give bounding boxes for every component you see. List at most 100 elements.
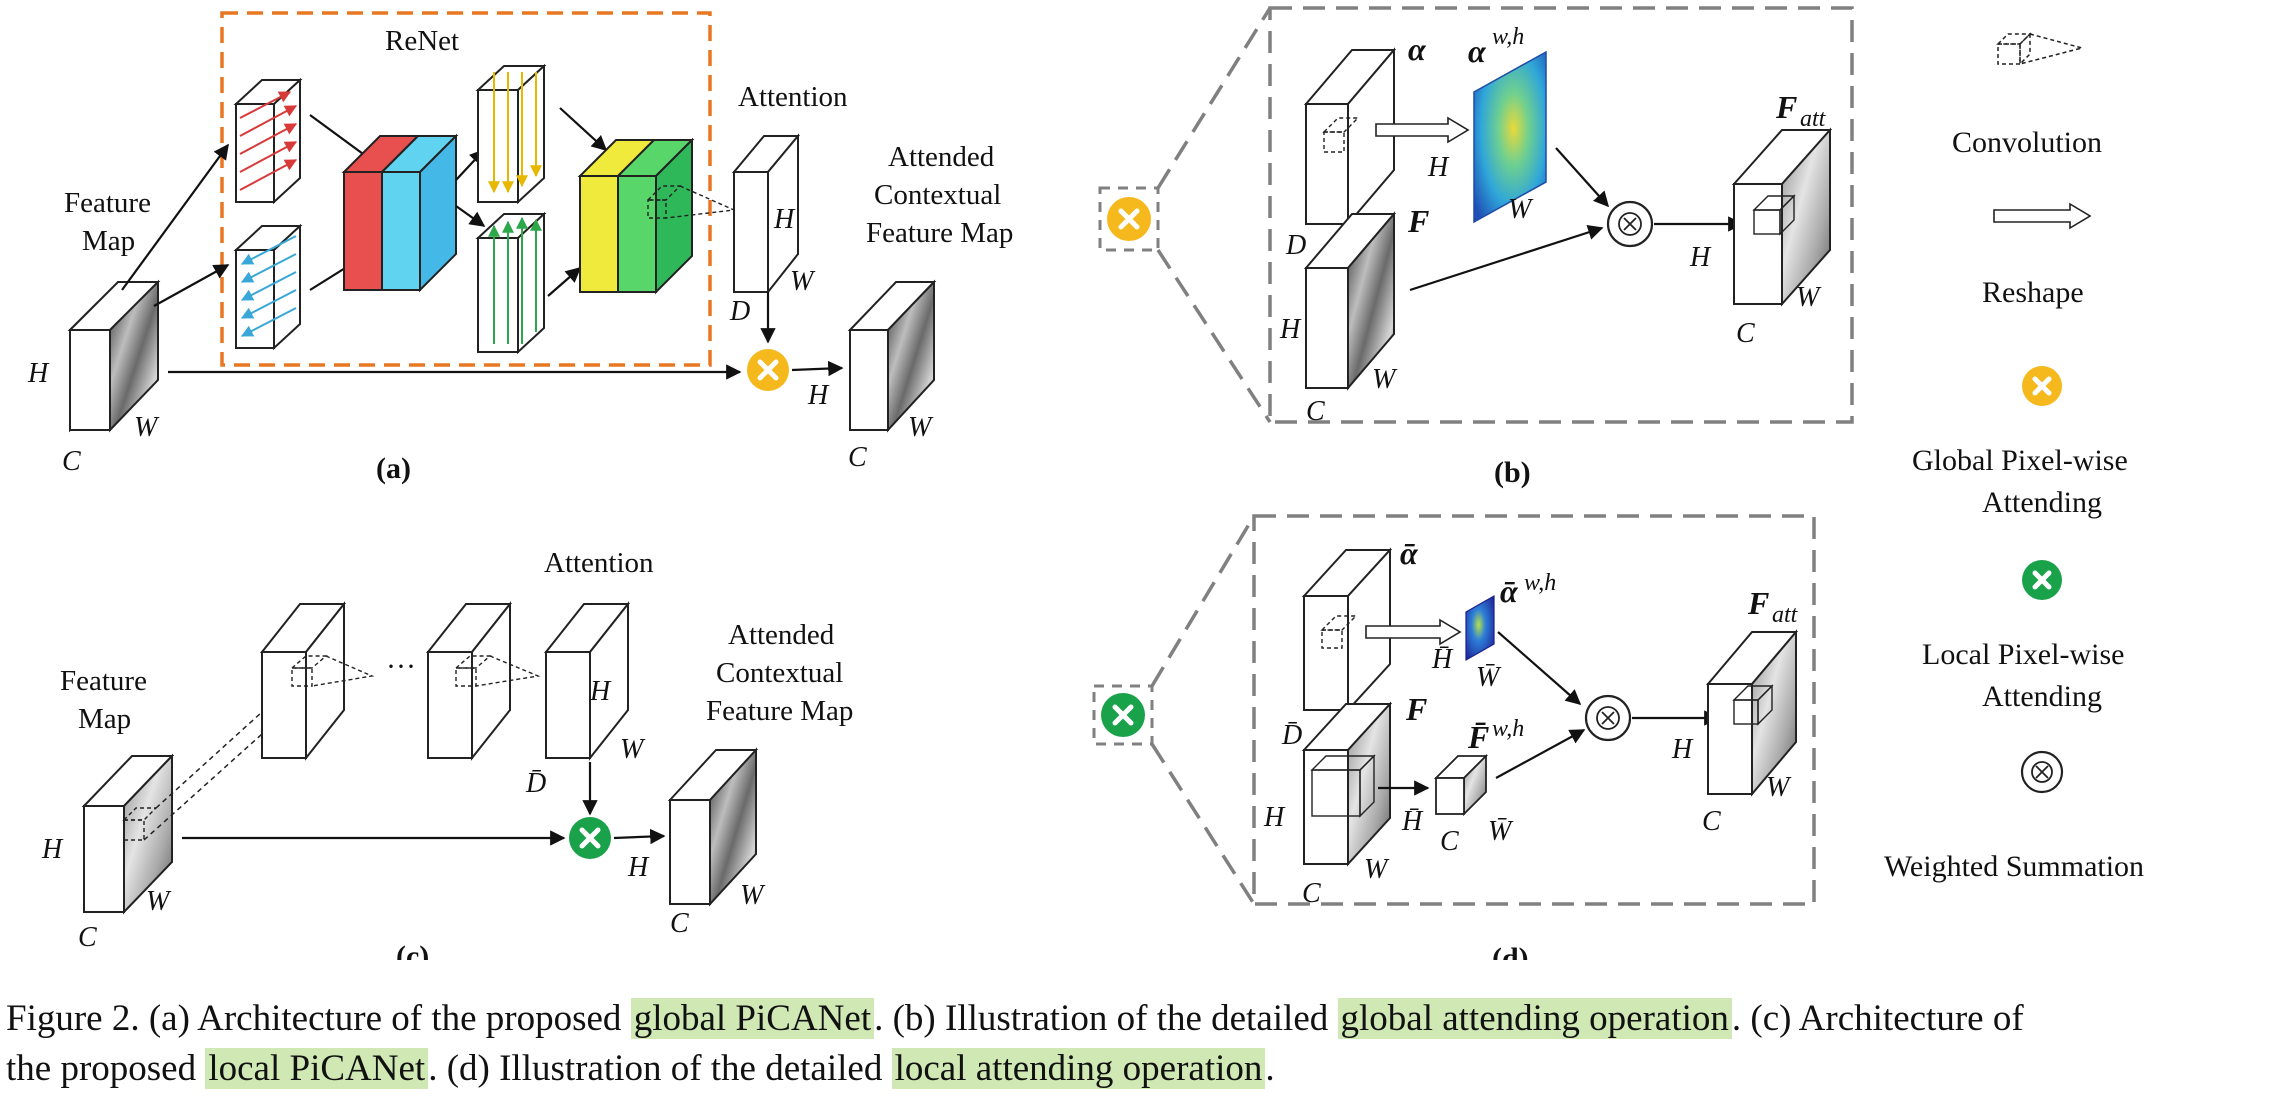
dim-dbar-c: D̄ (525, 768, 546, 799)
dim-w-c3: W (740, 880, 766, 911)
f-att-map-d (1705, 629, 1799, 797)
caption-text-1: Figure 2. (a) Architecture of the propos… (6, 998, 631, 1039)
dim-h-d2: H (1671, 734, 1694, 765)
feature-map-line2-c: Map (78, 703, 131, 735)
dim-w-b3: W (1796, 282, 1822, 313)
alpha-bar-label-d: ᾱ (1400, 535, 1419, 571)
local-attending-op-c (569, 817, 611, 859)
panel-b-box (1268, 6, 1854, 424)
reshape-icon (1993, 202, 2092, 230)
dim-h-b2: H (1279, 314, 1302, 345)
alpha-map-b (1303, 47, 1397, 227)
dim-h-c3: H (627, 852, 650, 883)
attended-line2-a: Contextual (874, 179, 1001, 211)
f-att-sub-b: att (1800, 106, 1827, 132)
alpha-bar-wh-label-d: ᾱ (1500, 573, 1519, 609)
dim-c-d3: C (1702, 806, 1721, 837)
f-att-label-d: F (1747, 585, 1769, 621)
attention-map-a (731, 133, 801, 295)
f-att-map-b (1731, 127, 1833, 307)
panel-label-a: (a) (376, 452, 411, 485)
dim-h-a3: H (807, 380, 830, 411)
attended-line2-c: Contextual (716, 657, 843, 689)
dim-d-b: D (1285, 230, 1306, 261)
attention-label-c: Attention (544, 547, 654, 579)
output-feature-map-a (847, 279, 937, 433)
caption-text-3: . (c) Architecture of (1731, 998, 2024, 1039)
caption-line-1: Figure 2. (a) Architecture of the propos… (6, 994, 2268, 1044)
renet-concat-2 (577, 137, 737, 295)
renet-slab-yellow (475, 63, 547, 205)
dim-h-c2: H (589, 676, 612, 707)
reshape-arrow-d (1365, 618, 1462, 646)
panel-c: Feature Map H W C ··· (41, 547, 853, 960)
caption-highlight-global-picanet: global PiCANet (630, 998, 875, 1039)
dim-c-b3: C (1736, 318, 1755, 349)
global-attending-op-a (747, 349, 789, 391)
dim-h-d1: H (1263, 802, 1286, 833)
attended-line1-a: Attended (888, 141, 995, 173)
legend-reshape: Reshape (1982, 276, 2084, 309)
figure-caption: Figure 2. (a) Architecture of the propos… (6, 994, 2268, 1094)
feature-map-line1-c: Feature (60, 665, 147, 697)
caption-highlight-local-attending: local attending operation (891, 1048, 1266, 1089)
dim-c-a1: C (62, 446, 81, 477)
global-attending-icon (2022, 366, 2062, 406)
f-bar-wh-cube-d (1433, 753, 1489, 817)
renet-slab-blue (233, 223, 303, 351)
dim-c-d2: C (1440, 826, 1459, 857)
dim-w-b1: W (1508, 194, 1534, 225)
alpha-bar-wh-heatmap-d (1465, 594, 1495, 662)
alpha-wh-heatmap-b (1473, 50, 1547, 224)
f-label-b: F (1407, 203, 1429, 239)
dim-c-d1: C (1302, 878, 1321, 909)
dim-wbar-d2: W̄ (1488, 816, 1514, 847)
panel-a: ReNet Feature Map H W C (27, 11, 1013, 485)
panel-d: ᾱ D̄ ᾱ w,h H̄ W̄ F H W C F̄ (1092, 514, 1816, 960)
dim-c-c1: C (78, 922, 97, 953)
renet-concat-1 (341, 133, 459, 293)
dim-h-b1: H (1427, 152, 1450, 183)
renet-label: ReNet (385, 25, 459, 57)
dim-w-c1: W (146, 886, 172, 917)
f-bar-wh-sup-d: w,h (1492, 716, 1524, 742)
dim-c-c3: C (670, 908, 689, 939)
attention-label-a: Attention (738, 81, 848, 113)
caption-highlight-local-picanet: local PiCANet (205, 1048, 429, 1089)
input-feature-map (67, 279, 161, 433)
local-attending-op-d (1101, 693, 1145, 737)
dim-h-c1: H (41, 834, 64, 865)
feature-map-line2: Map (82, 225, 135, 257)
legend: Convolution Reshape Global Pixel-wise At… (1884, 32, 2144, 883)
conv-slab-c2 (425, 601, 541, 761)
caption-text-4: the proposed (6, 1048, 206, 1089)
dim-w-c2: W (620, 734, 646, 765)
legend-global-line1: Global Pixel-wise (1912, 444, 2128, 477)
legend-weighted: Weighted Summation (1884, 850, 2144, 883)
caption-text-6: . (1265, 1048, 1275, 1089)
caption-highlight-global-attending: global attending operation (1337, 998, 1732, 1039)
local-attending-icon (2022, 560, 2062, 600)
dim-c-a3: C (848, 442, 867, 473)
dim-c-b: C (1306, 396, 1325, 427)
alpha-wh-label-b: α (1468, 33, 1487, 69)
figure-diagram: ReNet Feature Map H W C (27, 6, 2144, 960)
reshape-arrow-b (1375, 116, 1470, 144)
dots-c: ··· (386, 650, 416, 683)
weighted-summation-op-b (1606, 200, 1654, 248)
dim-w-a3: W (908, 412, 934, 443)
f-att-label-b: F (1775, 89, 1797, 125)
dim-wbar-d1: W̄ (1476, 662, 1502, 693)
weighted-summation-op-d (1584, 694, 1632, 742)
attended-line3-c: Feature Map (706, 695, 853, 727)
dim-w-b2: W (1372, 364, 1398, 395)
dim-hbar-d1: H̄ (1431, 644, 1454, 675)
attended-line1-c: Attended (728, 619, 835, 651)
dim-w-d1: W (1364, 854, 1390, 885)
dim-h-a2: H (773, 204, 796, 235)
dim-h-b3: H (1689, 242, 1712, 273)
global-attending-op-b (1107, 197, 1151, 241)
conv-slab-c1 (259, 601, 375, 761)
output-feature-map-c (667, 747, 759, 907)
panel-label-c: (c) (396, 940, 429, 960)
